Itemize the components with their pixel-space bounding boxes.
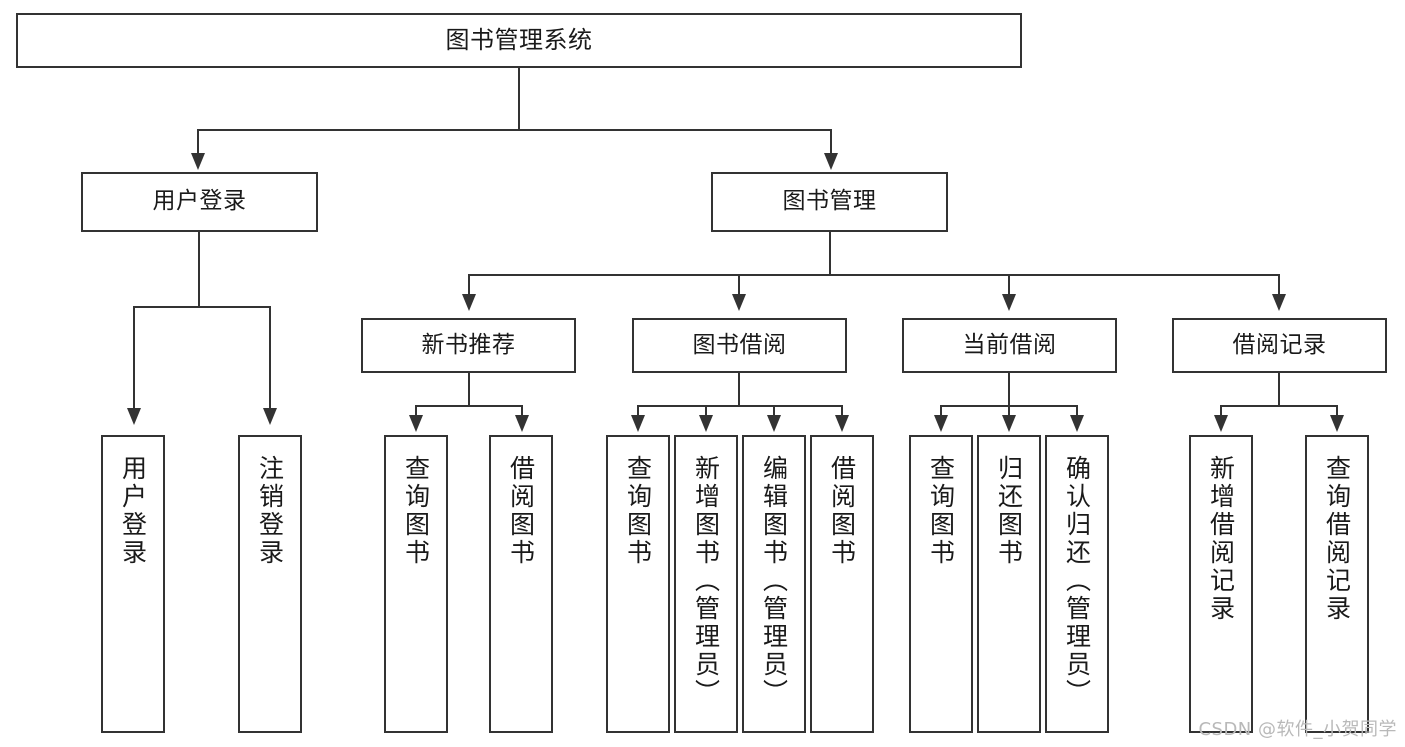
node-new-book-recommend[interactable]: 新书推荐: [361, 318, 576, 373]
arrow-book-manage-current-borrow: [1002, 294, 1016, 311]
node-leaf-borrow-book-2[interactable]: 借阅图书: [810, 435, 874, 733]
arrow-book-manage-new-book: [462, 294, 476, 311]
node-label: 查询图书: [926, 455, 956, 567]
arrow-borrow-record-leaf-1: [1214, 415, 1228, 432]
connector-book-manage-c3: [1008, 274, 1010, 296]
connector-book-manage-c4: [1278, 274, 1280, 296]
connector-new-book-stem: [468, 373, 470, 406]
node-leaf-user-login[interactable]: 用户登录: [101, 435, 165, 733]
connector-user-login-bus: [133, 306, 271, 308]
connector-book-borrow-stem: [738, 373, 740, 406]
arrow-new-book-leaf-1: [409, 415, 423, 432]
node-label: 借阅图书: [506, 455, 536, 567]
arrow-book-borrow-leaf-2: [699, 415, 713, 432]
arrow-current-borrow-leaf-2: [1002, 415, 1016, 432]
node-label: 新增借阅记录: [1206, 455, 1236, 623]
connector-book-manage-c2: [738, 274, 740, 296]
connector-current-borrow-c1: [940, 405, 942, 417]
node-label: 当前借阅: [962, 331, 1057, 358]
connector-user-login-left: [133, 306, 135, 410]
arrow-current-borrow-leaf-1: [934, 415, 948, 432]
connector-book-borrow-c2: [705, 405, 707, 417]
node-leaf-borrow-book-1[interactable]: 借阅图书: [489, 435, 553, 733]
arrow-root-to-user-login: [191, 153, 205, 170]
node-label: 借阅记录: [1232, 331, 1327, 358]
connector-root-to-user-login: [197, 129, 199, 155]
connector-root-to-book-manage: [830, 129, 832, 155]
node-label: 归还图书: [994, 455, 1024, 567]
arrow-book-manage-borrow-record: [1272, 294, 1286, 311]
connector-new-book-r: [521, 405, 523, 417]
node-label: 编辑图书（管理员）: [759, 455, 789, 707]
node-leaf-confirm-return-admin[interactable]: 确认归还（管理员）: [1045, 435, 1109, 733]
connector-user-login-stem: [198, 232, 200, 307]
node-label: 借阅图书: [827, 455, 857, 567]
connector-new-book-l: [415, 405, 417, 417]
node-label: 确认归还（管理员）: [1062, 455, 1092, 707]
node-leaf-add-book-admin[interactable]: 新增图书（管理员）: [674, 435, 738, 733]
arrow-new-book-leaf-2: [515, 415, 529, 432]
node-leaf-logout-login[interactable]: 注销登录: [238, 435, 302, 733]
node-leaf-return-book[interactable]: 归还图书: [977, 435, 1041, 733]
node-leaf-edit-book-admin[interactable]: 编辑图书（管理员）: [742, 435, 806, 733]
arrow-book-borrow-leaf-1: [631, 415, 645, 432]
node-label: 注销登录: [255, 455, 285, 567]
node-label: 查询图书: [623, 455, 653, 567]
node-user-login[interactable]: 用户登录: [81, 172, 318, 232]
node-label: 查询图书: [401, 455, 431, 567]
connector-book-borrow-c1: [637, 405, 639, 417]
node-label: 图书借阅: [692, 331, 787, 358]
node-leaf-query-book-3[interactable]: 查询图书: [909, 435, 973, 733]
arrow-user-login-leaf-2: [263, 408, 277, 425]
arrow-current-borrow-leaf-3: [1070, 415, 1084, 432]
arrow-book-manage-book-borrow: [732, 294, 746, 311]
connector-current-borrow-c3: [1076, 405, 1078, 417]
connector-borrow-record-stem: [1278, 373, 1280, 406]
connector-book-manage-c1: [468, 274, 470, 296]
node-label: 图书管理系统: [445, 26, 593, 55]
node-book-manage[interactable]: 图书管理: [711, 172, 948, 232]
node-current-borrow[interactable]: 当前借阅: [902, 318, 1117, 373]
node-leaf-query-book-1[interactable]: 查询图书: [384, 435, 448, 733]
connector-root-bus: [197, 129, 832, 131]
connector-borrow-record-r: [1336, 405, 1338, 417]
connector-new-book-bus: [415, 405, 523, 407]
connector-current-borrow-stem: [1008, 373, 1010, 406]
node-borrow-record[interactable]: 借阅记录: [1172, 318, 1387, 373]
node-leaf-add-borrow-record[interactable]: 新增借阅记录: [1189, 435, 1253, 733]
node-root-book-management-system[interactable]: 图书管理系统: [16, 13, 1022, 68]
connector-book-borrow-c4: [841, 405, 843, 417]
node-leaf-query-book-2[interactable]: 查询图书: [606, 435, 670, 733]
connector-book-manage-stem: [829, 232, 831, 275]
connector-book-manage-bus: [468, 274, 1280, 276]
connector-borrow-record-l: [1220, 405, 1222, 417]
connector-user-login-right: [269, 306, 271, 410]
connector-borrow-record-bus: [1220, 405, 1338, 407]
connector-current-borrow-c2: [1008, 405, 1010, 417]
node-label: 新增图书（管理员）: [691, 455, 721, 707]
connector-root-stem: [518, 68, 520, 130]
node-book-borrow[interactable]: 图书借阅: [632, 318, 847, 373]
arrow-book-borrow-leaf-4: [835, 415, 849, 432]
node-label: 用户登录: [118, 455, 148, 567]
node-label: 查询借阅记录: [1322, 455, 1352, 623]
watermark: CSDN @软件_小贺同学: [1198, 719, 1397, 740]
arrow-book-borrow-leaf-3: [767, 415, 781, 432]
connector-book-borrow-c3: [773, 405, 775, 417]
node-label: 用户登录: [152, 188, 247, 215]
arrow-borrow-record-leaf-2: [1330, 415, 1344, 432]
node-label: 新书推荐: [421, 331, 516, 358]
node-leaf-query-borrow-record[interactable]: 查询借阅记录: [1305, 435, 1369, 733]
connector-book-borrow-bus: [637, 405, 843, 407]
node-label: 图书管理: [782, 188, 877, 215]
arrow-root-to-book-manage: [824, 153, 838, 170]
arrow-user-login-leaf-1: [127, 408, 141, 425]
